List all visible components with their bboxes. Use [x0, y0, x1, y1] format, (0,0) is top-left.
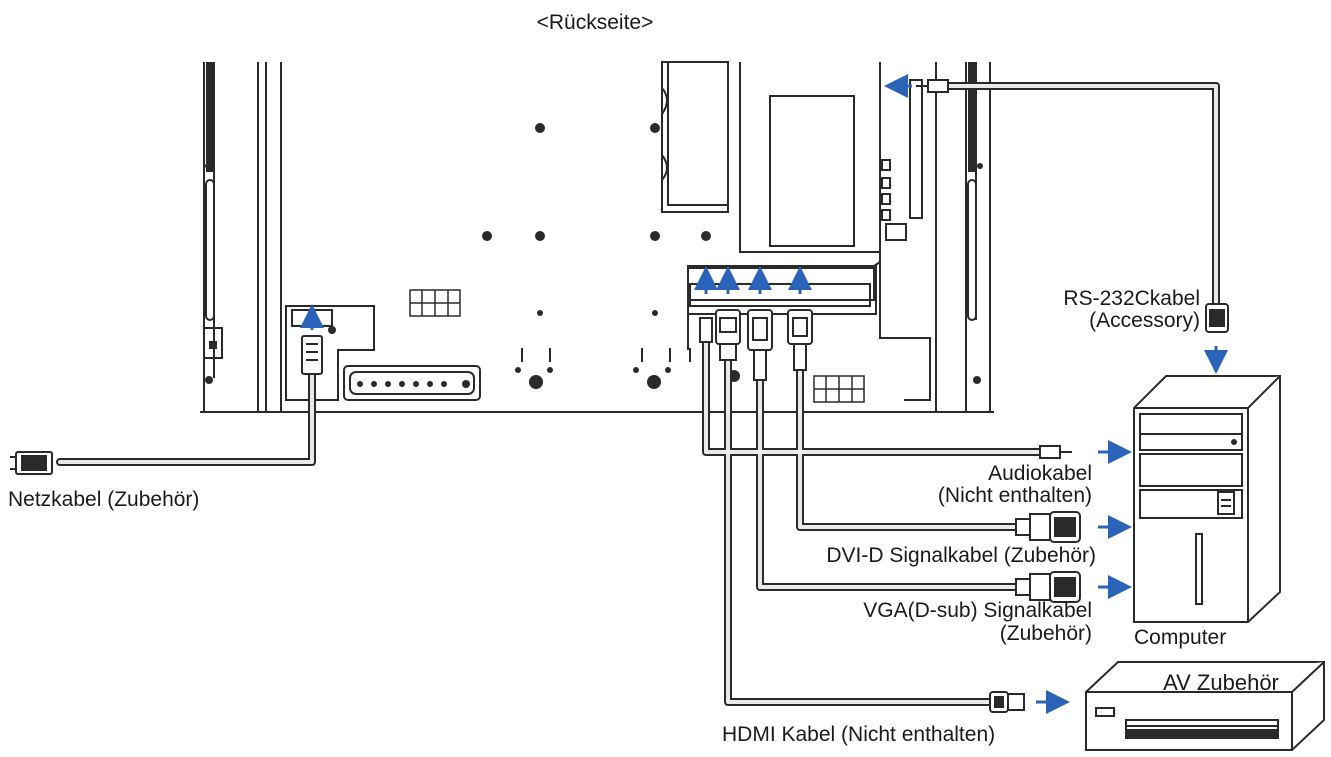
- mounting-holes: [205, 123, 983, 389]
- connectors: [10, 79, 1229, 713]
- computer-tower: [1133, 375, 1281, 623]
- vga-cable-label-line2: (Zubehör): [999, 622, 1092, 645]
- rs232-cable-label-line1: RS-232Ckabel: [1063, 287, 1200, 310]
- audio-cable-label-line2: (Nicht enthalten): [937, 484, 1092, 507]
- power-cable-label: Netzkabel (Zubehör): [8, 488, 200, 511]
- diagram-title: <Rückseite>: [536, 11, 654, 34]
- cables: [56, 82, 1220, 706]
- av-device: [1085, 661, 1325, 751]
- av-device-label: AV Zubehör: [1163, 670, 1279, 695]
- rs232-cable-label-line2: (Accessory): [1089, 309, 1200, 332]
- rs232-cable: [941, 82, 1220, 316]
- dvi-cable-label: DVI-D Signalkabel (Zubehör): [826, 544, 1096, 567]
- audio-cable-label-line1: Audiokabel: [988, 462, 1092, 485]
- power-cable: [56, 368, 316, 466]
- vga-cable-label-line1: VGA(D-sub) Signalkabel: [863, 599, 1092, 622]
- hdmi-cable-label: HDMI Kabel (Nicht enthalten): [722, 723, 996, 746]
- computer-label: Computer: [1134, 626, 1227, 649]
- monitor-rear-panel: [200, 61, 994, 413]
- signal-arrows: [300, 74, 1228, 714]
